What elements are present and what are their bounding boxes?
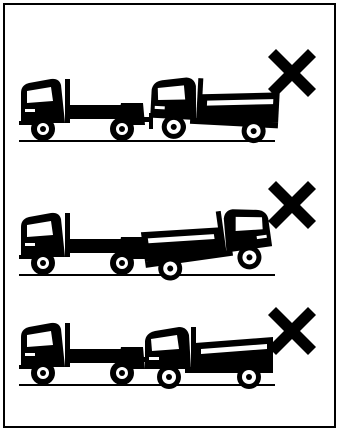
x-mark-icon — [268, 49, 316, 97]
diagram-frame — [3, 3, 336, 428]
tow-truck — [19, 213, 145, 275]
panel-rear-wheel-lift-level — [19, 307, 316, 389]
tow-truck — [19, 79, 145, 141]
tow-truck — [19, 323, 145, 385]
panel-flat-tow-dolly — [19, 49, 316, 144]
x-mark-icon — [268, 307, 316, 355]
panel-front-wheel-lift-tilted — [19, 181, 316, 284]
towed-dump-truck — [149, 76, 280, 145]
towed-dump-truck — [139, 205, 274, 284]
x-mark-icon — [268, 181, 316, 229]
towing-diagram — [5, 5, 334, 426]
towed-dump-truck — [145, 327, 273, 389]
